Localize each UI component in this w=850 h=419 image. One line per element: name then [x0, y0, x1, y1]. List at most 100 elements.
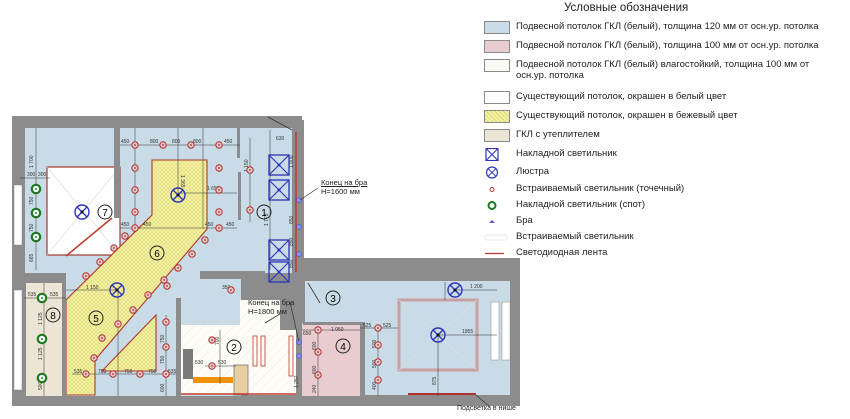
- svg-text:535: 535: [74, 369, 83, 375]
- svg-text:850: 850: [289, 215, 295, 224]
- svg-text:700: 700: [215, 336, 221, 345]
- sconce-icon: [484, 215, 510, 228]
- legend-label: Встраиваемый светильник (точечный): [516, 183, 685, 194]
- svg-text:450: 450: [226, 222, 235, 228]
- svg-text:750: 750: [124, 369, 133, 375]
- led-strips: [65, 132, 297, 395]
- svg-text:750: 750: [148, 369, 157, 375]
- svg-text:2: 2: [231, 343, 237, 354]
- doors: [264, 116, 321, 324]
- legend-label: ГКЛ с утеплителем: [516, 129, 600, 140]
- legend-item: Существующий потолок, окрашен в бежевый …: [484, 110, 846, 123]
- svg-text:5: 5: [93, 314, 99, 325]
- svg-text:1 257: 1 257: [294, 375, 300, 388]
- svg-text:750: 750: [160, 334, 166, 343]
- surface-light-icon: [484, 147, 510, 162]
- legend-label: Существующий потолок, окрашен в белый цв…: [516, 91, 727, 102]
- legend-item: Существующий потолок, окрашен в белый цв…: [484, 91, 846, 104]
- legend-label: Подвесной потолок ГКЛ (белый), толщина 1…: [516, 40, 819, 51]
- legend-item: Накладной светильник (спот): [484, 199, 846, 212]
- svg-text:1 650: 1 650: [207, 186, 220, 192]
- svg-text:800: 800: [172, 139, 181, 145]
- svg-text:535: 535: [28, 292, 37, 298]
- sconce-end-note-1-title: Конец на бра: [321, 178, 368, 187]
- svg-text:1: 1: [261, 208, 267, 219]
- legend-label: Подвесной потолок ГКЛ (белый) влагостойк…: [516, 59, 810, 81]
- sconce-end-note-1-height: H=1600 мм: [321, 187, 360, 196]
- svg-text:300: 300: [27, 172, 36, 178]
- legend-label: Существующий потолок, окрашен в бежевый …: [516, 110, 738, 121]
- leader-lines: [289, 187, 491, 408]
- svg-text:750: 750: [29, 223, 35, 232]
- legend-label: Накладной светильник: [516, 148, 617, 159]
- legend-item: Бра: [484, 215, 846, 228]
- sconce-end-note-2: Конец на бра H=1800 мм: [248, 298, 294, 316]
- sconce-end-note-2-height: H=1800 мм: [248, 307, 287, 316]
- svg-text:450: 450: [143, 222, 152, 228]
- swatch-white-icon: [484, 91, 510, 104]
- svg-text:4: 4: [340, 342, 346, 353]
- legend-label: Встраиваемый светильник: [516, 231, 634, 242]
- svg-text:300: 300: [38, 172, 47, 178]
- svg-text:875: 875: [432, 376, 438, 385]
- svg-text:800: 800: [150, 139, 159, 145]
- svg-text:1 125: 1 125: [38, 347, 44, 360]
- legend-item: Подвесной потолок ГКЛ (белый) влагостойк…: [484, 59, 816, 81]
- svg-text:800: 800: [193, 139, 202, 145]
- svg-text:1955: 1955: [462, 329, 473, 335]
- swatch-beige-hatch-icon: [484, 110, 510, 123]
- legend-item: Встраиваемый светильник (точечный): [484, 183, 846, 196]
- svg-text:750: 750: [29, 196, 35, 205]
- svg-text:450: 450: [205, 222, 214, 228]
- legend-label: Бра: [516, 215, 533, 226]
- svg-text:1 700: 1 700: [29, 155, 35, 168]
- swatch-pink-icon: [484, 40, 510, 53]
- svg-text:535: 535: [168, 369, 177, 375]
- svg-text:1 200: 1 200: [470, 284, 483, 290]
- svg-text:1 150: 1 150: [244, 159, 250, 172]
- recessed-light-icon: [484, 231, 510, 244]
- legend-label: Накладной светильник (спот): [516, 199, 646, 210]
- room-numbers: 1 2 3 4 5 6 7 8: [45, 204, 351, 355]
- surface-spot-icon: [484, 199, 510, 212]
- svg-text:3: 3: [330, 294, 336, 305]
- svg-text:530: 530: [195, 360, 204, 366]
- svg-text:600: 600: [312, 365, 318, 374]
- svg-text:750: 750: [160, 355, 166, 364]
- svg-text:1 050: 1 050: [331, 327, 344, 333]
- recessed-spot-icon: [484, 183, 510, 196]
- svg-text:850: 850: [289, 259, 295, 268]
- svg-text:500: 500: [38, 381, 44, 390]
- legend-label: Подвесной потолок ГКЛ (белый), толщина 1…: [516, 21, 819, 32]
- svg-text:650: 650: [303, 331, 312, 337]
- svg-text:850: 850: [289, 237, 295, 246]
- svg-text:530: 530: [218, 360, 227, 366]
- svg-text:1 800: 1 800: [289, 155, 295, 168]
- legend-item: Накладной светильник: [484, 147, 846, 162]
- legend-item: Люстра: [484, 166, 846, 179]
- swatch-offwhite-icon: [484, 59, 510, 72]
- svg-text:525: 525: [383, 323, 392, 329]
- svg-text:1 125: 1 125: [38, 312, 44, 325]
- swatch-beige-icon: [484, 129, 510, 142]
- svg-text:535: 535: [50, 292, 59, 298]
- legend-title: Условные обозначения: [564, 2, 689, 14]
- led-strip-icon: [484, 247, 510, 260]
- legend-label: Люстра: [516, 166, 550, 177]
- legend-item: Светодиодная лента: [484, 247, 846, 260]
- swatch-light-blue-icon: [484, 21, 510, 34]
- chandelier-icon: [484, 166, 510, 179]
- svg-text:7: 7: [102, 208, 108, 219]
- svg-text:1 365: 1 365: [179, 175, 185, 188]
- legend-item: Подвесной потолок ГКЛ (белый), толщина 1…: [484, 21, 846, 34]
- svg-text:1 773: 1 773: [264, 213, 270, 226]
- svg-text:350: 350: [222, 285, 231, 291]
- legend-item: Встраиваемый светильник: [484, 231, 846, 244]
- sconce-end-note-2-title: Конец на бра: [248, 298, 295, 307]
- windows: [13, 184, 23, 391]
- svg-text:1 150: 1 150: [86, 285, 99, 291]
- svg-text:450: 450: [121, 139, 130, 145]
- legend-item: Подвесной потолок ГКЛ (белый), толщина 1…: [484, 40, 846, 53]
- svg-text:450: 450: [121, 222, 130, 228]
- svg-text:750: 750: [98, 369, 107, 375]
